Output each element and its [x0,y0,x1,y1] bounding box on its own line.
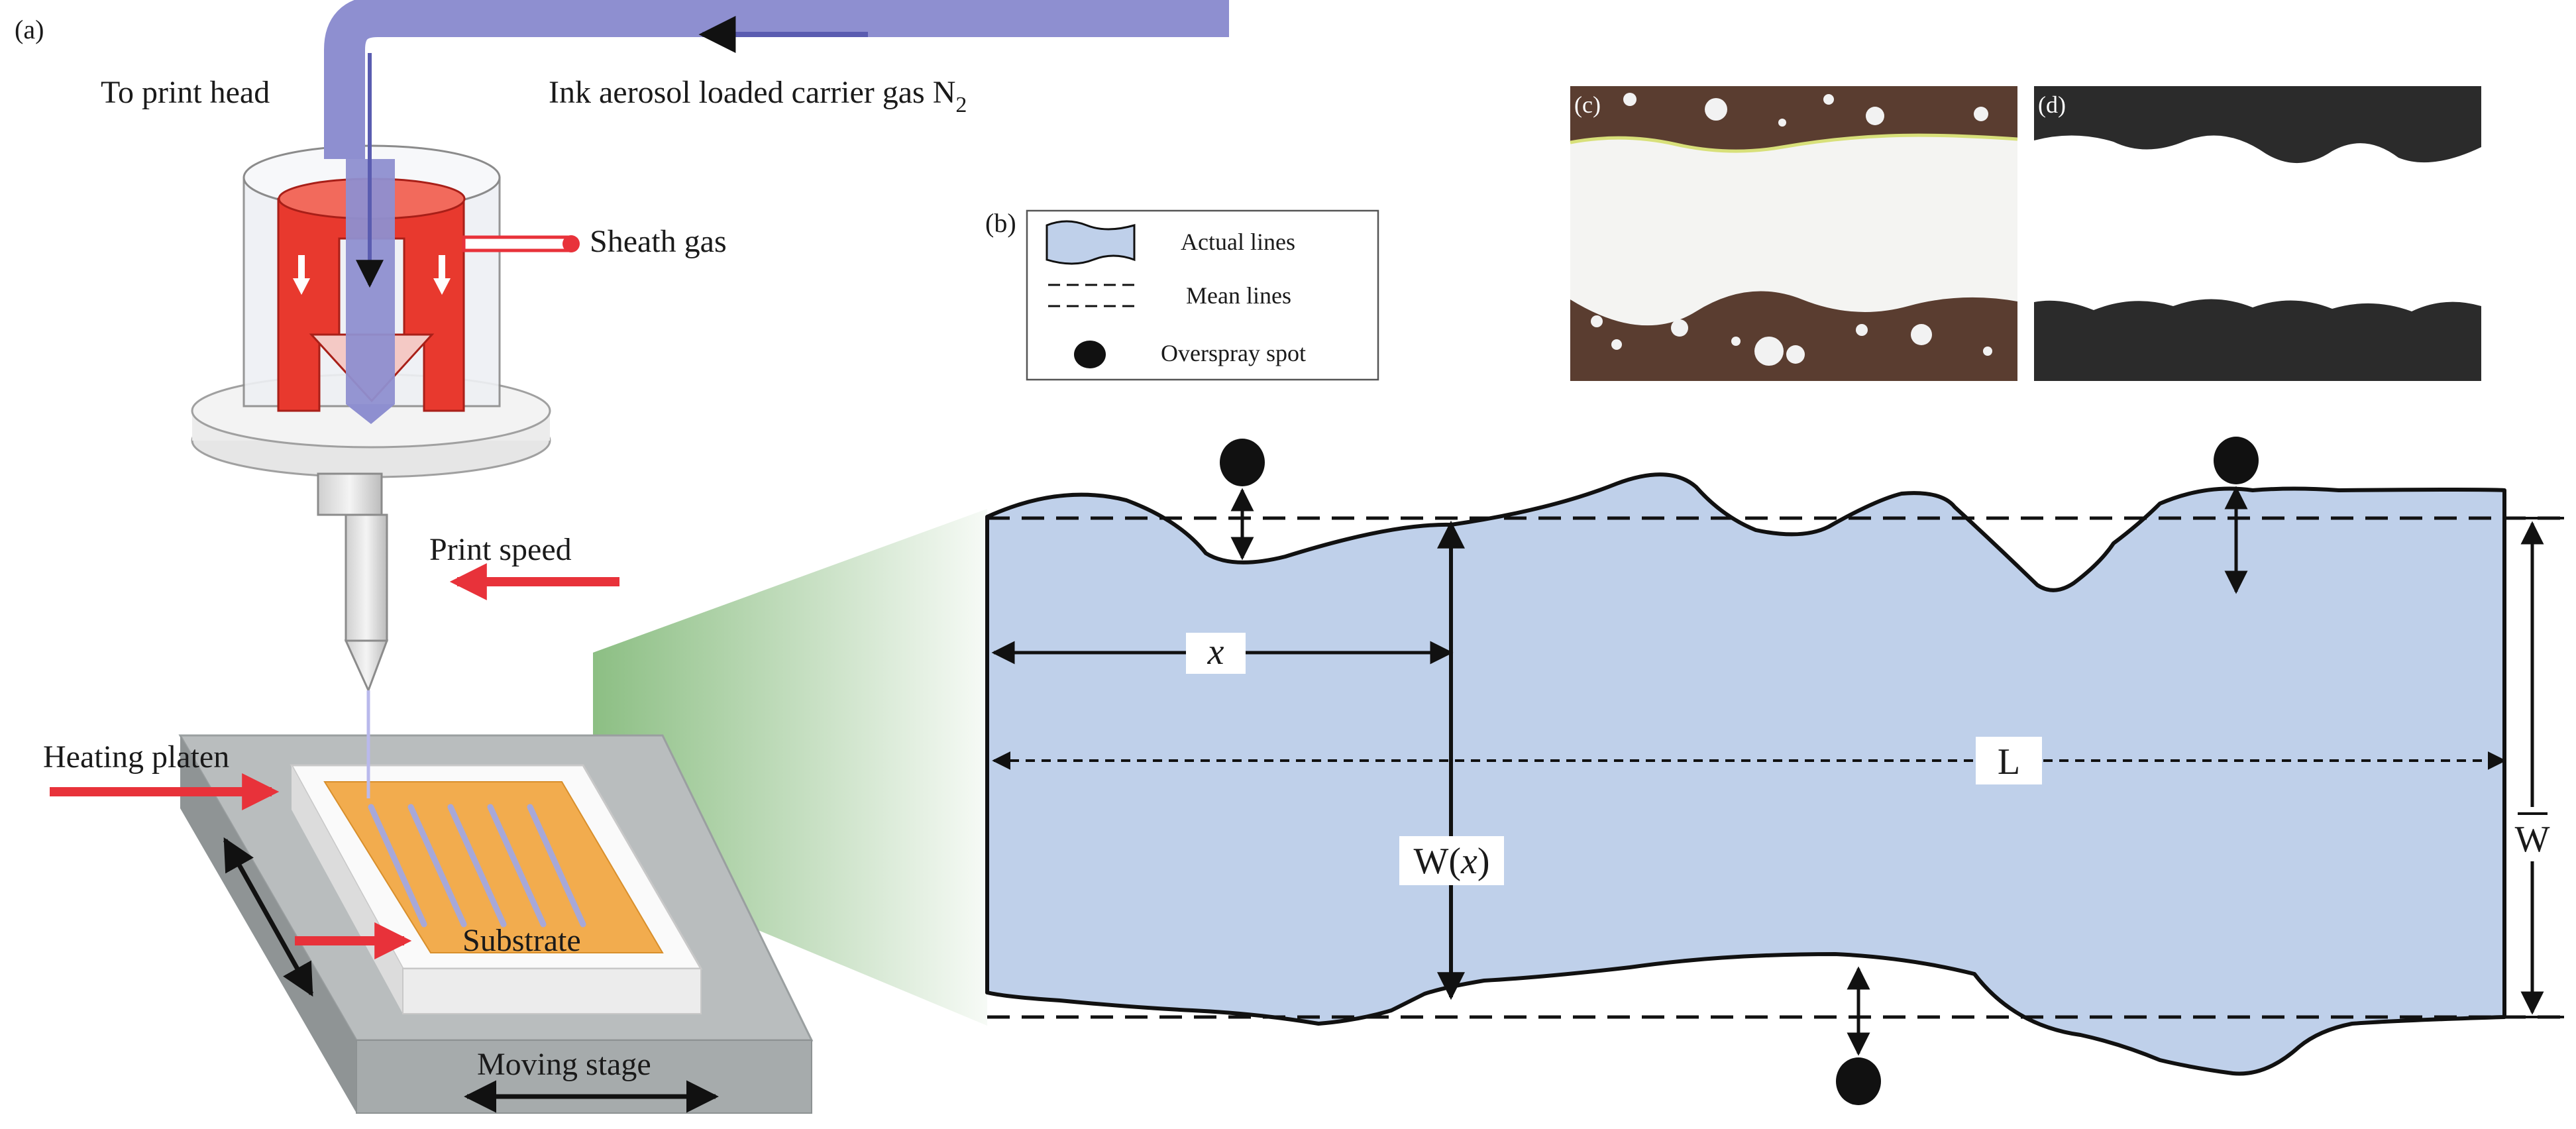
overspray-spot [1220,439,1265,486]
sheath-gas-inlet [462,235,580,252]
label-carrier-gas: Ink aerosol loaded carrier gas N2 [549,75,967,117]
label-sheath-gas: Sheath gas [590,224,727,259]
x-label: x [1207,631,1224,672]
micrograph-photo: (c) [1570,86,2018,381]
label-to-print-head: To print head [101,75,270,110]
label-print-speed: Print speed [429,532,572,567]
overspray-spot [1836,1057,1881,1105]
actual-line-shape [985,472,2506,1076]
legend-box: Actual lines Mean lines Overspray spot [1026,209,1379,381]
line-profile: x L W(x) W [985,437,2564,1105]
panel-label-c: (c) [1574,91,1601,118]
label-substrate: Substrate [462,923,581,958]
label-moving-stage: Moving stage [477,1047,651,1082]
legend-actual-line-swatch [1046,220,1136,265]
printed-lines [368,804,586,928]
l-label: L [1998,741,2020,782]
legend-overspray-swatch [1074,341,1106,368]
w-bar-label: W [2515,819,2550,860]
w-of-x-label: W(x) [1413,841,1489,882]
legend-actual-lines: Actual lines [1181,229,1295,255]
overspray-spot [2214,437,2259,484]
label-heating-platen: Heating platen [43,739,229,775]
legend-mean-lines: Mean lines [1186,282,1291,309]
aerosol-gas-pipe [324,0,1229,798]
panel-label-b: (b) [985,208,1016,238]
legend-overspray-spot: Overspray spot [1161,340,1306,366]
panel-label-d: (d) [2038,91,2066,118]
stage-travel-arrows [223,837,719,1113]
panel-label-a: (a) [15,15,44,44]
binary-image: (d) [2034,86,2481,381]
